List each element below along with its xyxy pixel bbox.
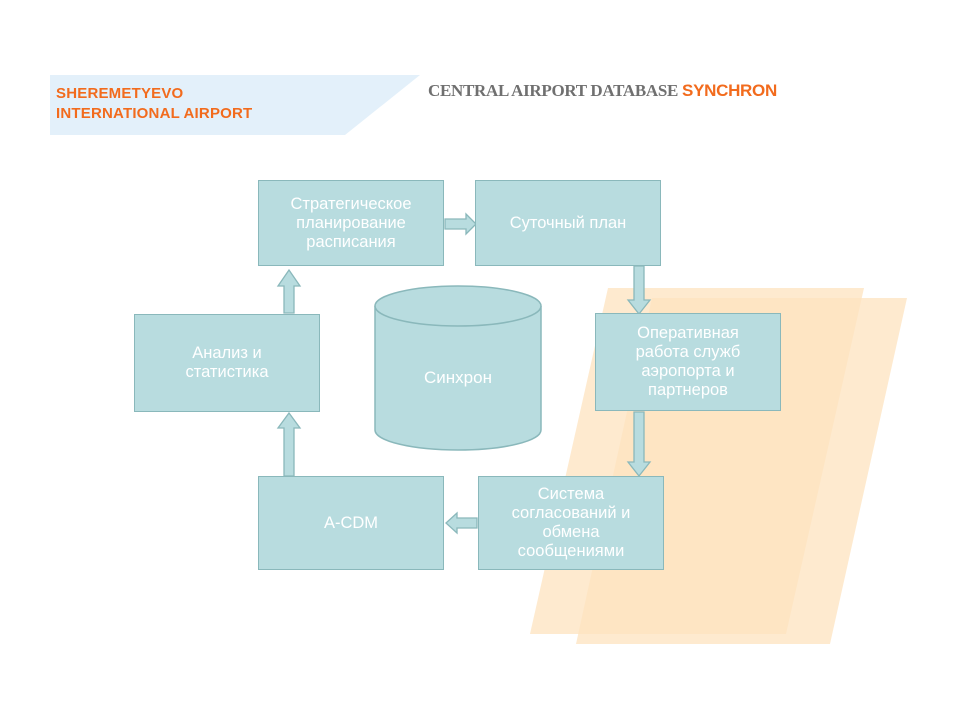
database-title-accent: SYNCHRON — [682, 81, 777, 100]
database-title-text: CENTRAL AIRPORT DATABASE — [428, 81, 679, 100]
arrow-daily-to-operations — [626, 265, 652, 316]
arrow-analysis-to-strategic — [276, 268, 302, 314]
node-operations: Оперативная работа служб аэропорта и пар… — [595, 313, 781, 411]
node-analysis: Анализ и статистика — [134, 314, 320, 412]
arrow-coordination-to-acdm — [445, 511, 478, 535]
node-strategic-planning: Стратегическое планирование расписания — [258, 180, 444, 266]
database-cylinder-icon — [374, 285, 542, 451]
database-title: CENTRAL AIRPORT DATABASE SYNCHRON — [428, 81, 777, 101]
arrow-strategic-to-daily — [444, 212, 477, 236]
node-daily-plan: Суточный план — [475, 180, 661, 266]
node-acdm: A-CDM — [258, 476, 444, 570]
node-coordination: Система согласований и обмена сообщениям… — [478, 476, 664, 570]
airport-name: SHEREMETYEVO INTERNATIONAL AIRPORT — [56, 85, 253, 122]
arrow-acdm-to-analysis — [276, 411, 302, 477]
database-label: Синхрон — [424, 368, 492, 387]
arrow-operations-to-coordination — [626, 411, 652, 478]
